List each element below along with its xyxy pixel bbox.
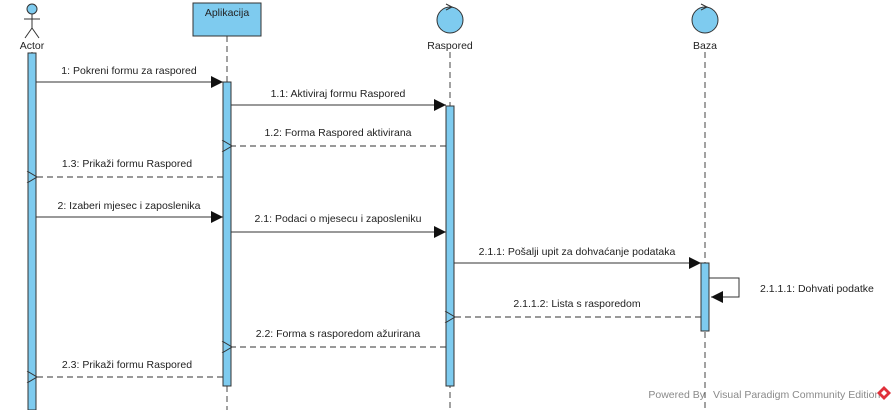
actor-icon [24, 3, 40, 39]
participant-label-actor: Actor [20, 40, 45, 52]
message-label: 1.2: Forma Raspored aktivirana [264, 127, 411, 139]
message-label: 2.3: Prikaži formu Raspored [62, 359, 192, 371]
message-label: 2.1: Podaci o mjesecu i zaposleniku [255, 213, 422, 225]
participant-label-baza: Baza [693, 40, 717, 52]
message-label: 1.3: Prikaži formu Raspored [62, 158, 192, 170]
control-icon [691, 3, 719, 34]
message-label: 1.1: Aktiviraj formu Raspored [271, 88, 406, 100]
message-label: 2.1.1: Pošalji upit za dohvaćanje podata… [479, 246, 676, 258]
activation-bar-raspored [445, 105, 455, 387]
participant-label-raspored: Raspored [427, 40, 473, 52]
activation-bar-aplikacija [222, 81, 232, 387]
visual-paradigm-logo-icon [877, 386, 891, 400]
message-label: 1: Pokreni formu za raspored [61, 65, 197, 77]
footer-powered-by: Powered By [648, 389, 705, 401]
message-label: 2.1.1.1: Dohvati podatke [760, 283, 874, 295]
self-message-arrow [709, 277, 740, 303]
message-label: 2.2: Forma s rasporedom ažurirana [256, 328, 421, 340]
activation-bar-baza [700, 262, 710, 332]
participant-label-aplikacija: Aplikacija [205, 7, 250, 19]
control-icon [436, 3, 464, 34]
participant-box-aplikacija [192, 2, 262, 37]
footer-edition: Visual Paradigm Community Edition [713, 389, 880, 401]
activation-bar-actor [27, 52, 37, 410]
message-label: 2.1.1.2: Lista s rasporedom [513, 298, 640, 310]
message-label: 2: Izaberi mjesec i zaposlenika [58, 200, 201, 212]
